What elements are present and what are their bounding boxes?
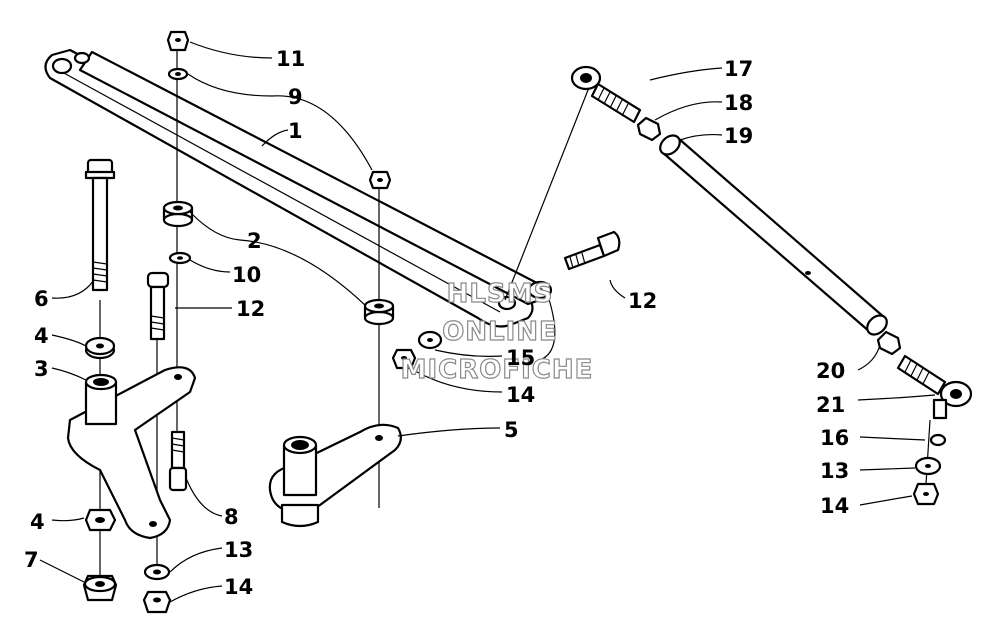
- nut-part-4-bottom: [84, 508, 117, 532]
- callout-17: 17: [724, 57, 753, 81]
- callout-21: 21: [816, 393, 845, 417]
- watermark-line-3: MICROFICHE: [401, 355, 594, 385]
- watermark: HLSMS ONLINE MICROFICHE: [400, 278, 594, 385]
- stud-part-8: [168, 430, 188, 492]
- callout-2: 2: [247, 229, 262, 253]
- callout-numbers: 11 9 1 2 10 12 6 4 3 4 7 8 13 14 5 12 15…: [24, 47, 849, 599]
- callout-9: 9: [288, 85, 303, 109]
- tie-rod-end-part-17: [570, 65, 642, 124]
- callout-5: 5: [504, 418, 519, 442]
- washer-part-13-right: [914, 456, 942, 476]
- bushing-part-2-top: [162, 200, 194, 228]
- callout-4-bottom: 4: [30, 510, 45, 534]
- callout-10: 10: [232, 263, 261, 287]
- bushing-part-2-right: [363, 298, 395, 326]
- callout-8: 8: [224, 505, 239, 529]
- callout-20: 20: [816, 359, 845, 383]
- idler-arm-part-5: [268, 423, 402, 528]
- bolt-part-6: [84, 158, 116, 292]
- washer-part-4-top: [84, 336, 116, 360]
- callout-14-right: 14: [820, 494, 849, 518]
- washer-part-15: [417, 280, 553, 350]
- callout-13-right: 13: [820, 459, 849, 483]
- nut-part-14-middle: [391, 348, 417, 370]
- callout-19: 19: [724, 124, 753, 148]
- leader-lines: [39, 41, 936, 603]
- callout-11: 11: [276, 47, 305, 71]
- nut-part-11: [166, 30, 190, 52]
- steering-arm-part-1: [44, 48, 545, 328]
- jam-nut-part-18: [636, 116, 662, 142]
- callout-14-left: 14: [224, 575, 253, 599]
- nut-part-14-left: [142, 590, 172, 614]
- callout-12-right: 12: [628, 289, 657, 313]
- nut-part-7: [82, 574, 118, 602]
- callout-12-left: 12: [236, 297, 265, 321]
- callout-16: 16: [820, 426, 849, 450]
- callout-4-top: 4: [34, 324, 49, 348]
- bolt-part-12-right: [563, 230, 621, 271]
- washer-part-13-left: [143, 563, 171, 581]
- washer-part-10: [168, 251, 192, 265]
- washer-part-9-top: [167, 67, 189, 81]
- jam-nut-part-20: [876, 330, 902, 356]
- tie-rod-tube-part-19: [659, 134, 888, 336]
- callout-3: 3: [34, 357, 49, 381]
- callout-13-left: 13: [224, 538, 253, 562]
- callout-18: 18: [724, 91, 753, 115]
- watermark-line-2: ONLINE: [442, 317, 558, 347]
- callout-14-middle: 14: [506, 383, 535, 407]
- tie-rod-end-part-21: [896, 354, 973, 420]
- washer-part-16: [929, 433, 947, 447]
- nut-part-9-right: [368, 170, 392, 190]
- callout-7: 7: [24, 548, 39, 572]
- nut-part-14-right: [912, 482, 940, 506]
- callout-1: 1: [288, 119, 303, 143]
- bolt-part-12-left: [146, 271, 170, 341]
- pitman-arm-part-3: [66, 366, 197, 540]
- watermark-line-1: HLSMS: [447, 279, 554, 309]
- callout-6: 6: [34, 287, 49, 311]
- callout-15: 15: [506, 346, 535, 370]
